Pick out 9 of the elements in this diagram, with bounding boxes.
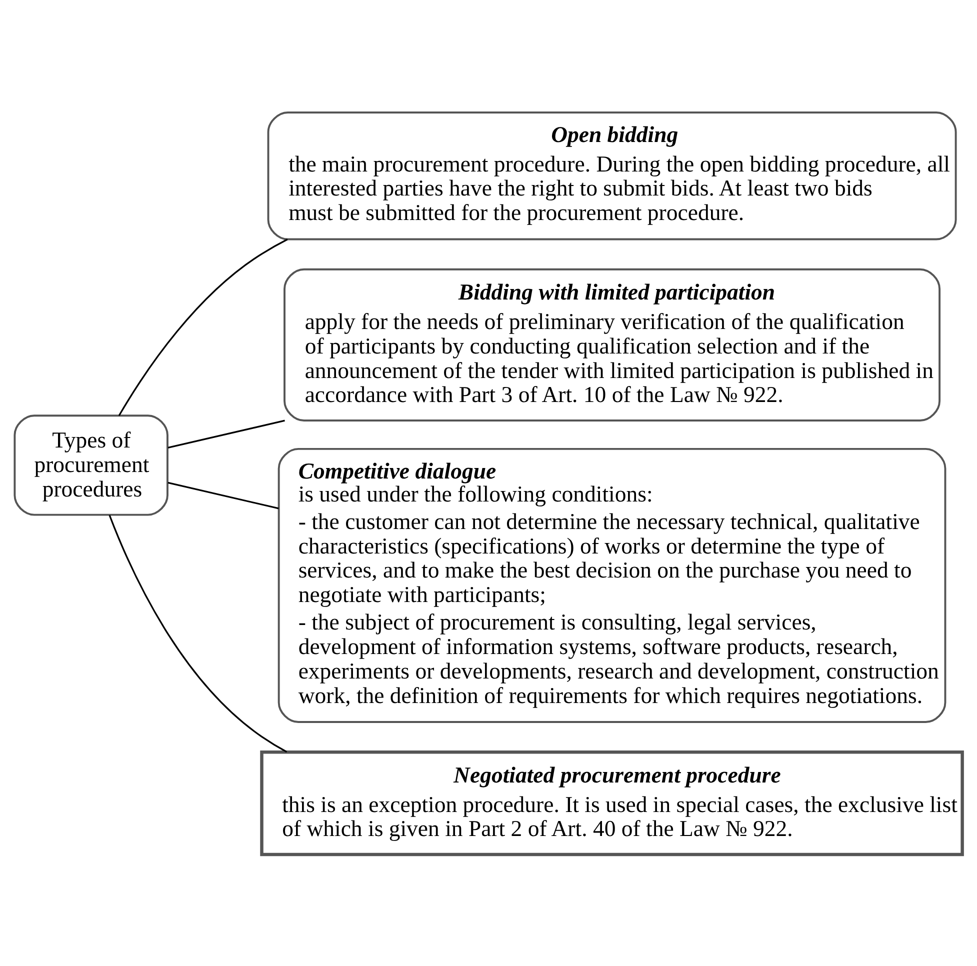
connector — [168, 481, 279, 509]
node-box: Competitive dialogue is used under the following conditions: - the customer can not determine the necessary technical, qualitative characteristics (specifications) of works or determine the type of services, and to make the best decision on the purchase you need to negotiate with participants; - the subject of procurement is consulting, legal services, development of information systems, software products, research, experiments or developments, research and development, construction work, the definition of requirements for which requires negotiations. — [278, 447, 946, 722]
connector — [118, 238, 288, 416]
connector — [168, 419, 285, 448]
connector — [108, 514, 288, 752]
node-box: Types of procurement procedures — [14, 414, 168, 516]
node-box: Negotiated procurement procedure this is an exception procedure. It is used in special cases, the exclusive list of which is given in Part 2 of Art. 40 of the Law № 922. — [260, 750, 964, 856]
node-box: Open bidding the main procurement procedure. During the open bidding procedure, all interested parties have the right to submit bids. At least two bids must be submitted for the procurement procedure. — [267, 111, 957, 240]
node-box: Bidding with limited participation apply for the needs of preliminary verification of the qualification of participants by conducting qualification selection and if the announcement of the tender with limited participation is published in accordance with Part 3 of Art. 10 of the Law № 922. — [284, 268, 941, 421]
